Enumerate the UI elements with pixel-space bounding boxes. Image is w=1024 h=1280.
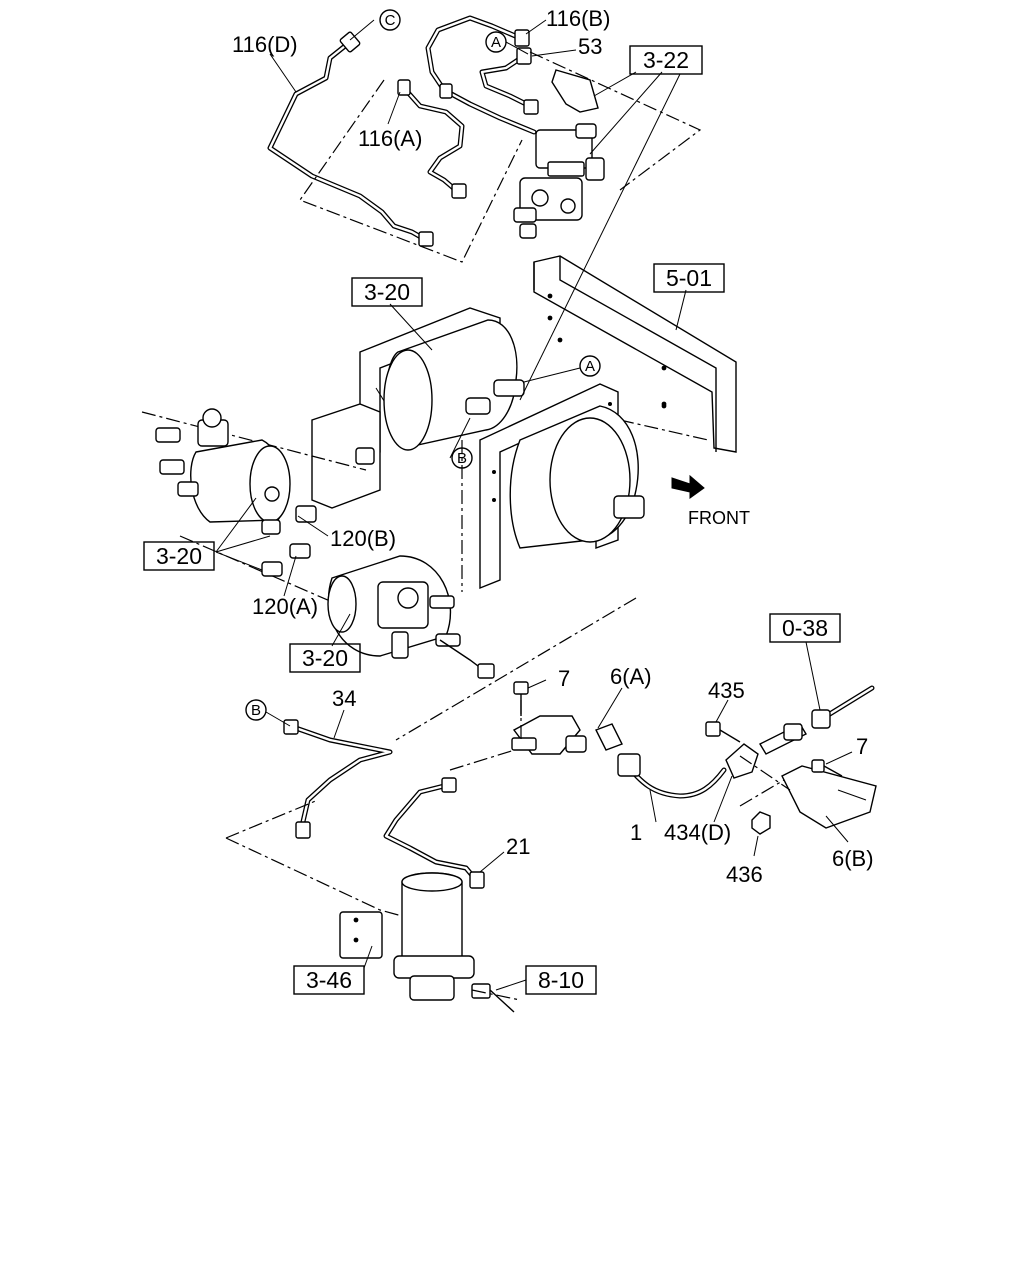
- callout-116d: 116(D): [232, 32, 298, 57]
- callout-7-lower: 7: [856, 734, 868, 759]
- callout-116a: 116(A): [358, 126, 422, 151]
- callout-7-upper: 7: [558, 666, 570, 691]
- reference-boxes: 3-22 3-20 5-01 3-20 3-20 0-38 3-46 8-10: [143, 45, 841, 995]
- pipe-34-and-air-dryer: [225, 719, 561, 1013]
- callout-435: 435: [708, 678, 745, 703]
- marker-b-tank: B: [457, 450, 467, 467]
- marker-c: C: [385, 12, 396, 29]
- callout-120b: 120(B): [330, 526, 396, 551]
- callout-116b: 116(B): [546, 6, 610, 31]
- left-tank-component: [155, 408, 317, 577]
- callout-labels: 116(D) 116(B) 53 116(A) 120(B) 120(A) 34…: [232, 6, 874, 887]
- fitting-nut: [339, 29, 539, 247]
- marker-b-pipe: B: [251, 702, 261, 719]
- relay-valve-block: [513, 123, 605, 239]
- callout-6b: 6(B): [832, 846, 874, 871]
- pipe-assembly-top: [267, 15, 702, 263]
- lower-tank-component: [327, 555, 637, 741]
- ref-3-46: 3-46: [306, 967, 352, 993]
- callout-34: 34: [332, 686, 356, 711]
- callout-6a: 6(A): [610, 664, 652, 689]
- ref-3-20-left: 3-20: [156, 543, 202, 569]
- front-direction-indicator: FRONT: [671, 474, 750, 528]
- marker-a-top: A: [491, 34, 501, 51]
- frame-rail: [533, 255, 737, 453]
- front-arrow-icon: [671, 474, 705, 499]
- ref-3-22: 3-22: [643, 47, 689, 73]
- front-label: FRONT: [688, 508, 750, 528]
- marker-a-tank: A: [585, 358, 595, 375]
- ref-3-20-bottom: 3-20: [302, 645, 348, 671]
- ref-3-20-top: 3-20: [364, 279, 410, 305]
- ref-8-10: 8-10: [538, 967, 584, 993]
- ref-0-38: 0-38: [782, 615, 828, 641]
- callout-434d: 434(D): [664, 820, 731, 845]
- air-tank-assembly: [141, 307, 645, 615]
- callout-1: 1: [630, 820, 642, 845]
- callout-436: 436: [726, 862, 763, 887]
- callout-21: 21: [506, 834, 530, 859]
- connection-markers: C A A B B: [245, 9, 601, 721]
- leader-lines: [215, 19, 853, 991]
- ref-5-01: 5-01: [666, 265, 712, 291]
- callout-53: 53: [578, 34, 602, 59]
- callout-120a: 120(A): [252, 594, 318, 619]
- hose-and-bracket-group: [511, 681, 877, 835]
